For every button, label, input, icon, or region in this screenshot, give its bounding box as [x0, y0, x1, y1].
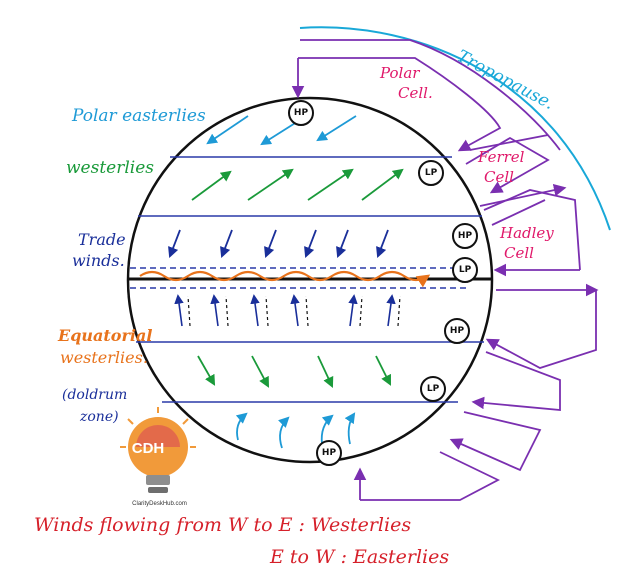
- polar-easterly-arrows-north: [206, 115, 357, 146]
- polar-easterly-arrows-south: [235, 412, 356, 449]
- cdh-logo: [120, 407, 196, 493]
- pressure-badge-lp-south: LP: [420, 376, 446, 402]
- trade-wind-arrows-north: [168, 229, 389, 259]
- label-doldrum-1: (doldrum: [62, 387, 128, 403]
- circulation-cells-north: [291, 39, 581, 277]
- label-trade-winds-1: Trade: [78, 230, 126, 249]
- tropopause-curve: [299, 26, 611, 231]
- pressure-badge-hp-bottom: HP: [316, 440, 342, 466]
- pressure-badge-lp-equator: LP: [452, 257, 478, 283]
- logo-site: ClarityDeskHub.com: [132, 501, 187, 507]
- footer-line-1: Winds flowing from W to E : Westerlies: [34, 514, 412, 536]
- westerly-arrows-north: [191, 168, 404, 201]
- label-doldrum-2: zone): [80, 409, 119, 425]
- westerly-arrows-south: [197, 355, 391, 388]
- label-trade-winds-2: winds.: [72, 251, 125, 270]
- pressure-badge-hp-subtropic: HP: [452, 223, 478, 249]
- equatorial-westerly-arrow: [139, 270, 431, 288]
- label-hadley-cell-2: Cell: [504, 244, 534, 262]
- logo-text: CDH: [131, 440, 165, 457]
- pressure-badge-hp-top: HP: [288, 100, 314, 126]
- label-equatorial-1: Equatorial: [58, 326, 153, 345]
- label-polar-cell-1: Polar: [380, 64, 420, 82]
- rising-air-dashes: [187, 295, 401, 327]
- pressure-badge-hp-south: HP: [444, 318, 470, 344]
- rising-air-arrows: [174, 294, 396, 327]
- label-westerlies: westerlies: [66, 158, 155, 178]
- footer-line-2: E to W : Easterlies: [270, 546, 450, 568]
- label-equatorial-2: westerlies.: [60, 348, 148, 367]
- label-ferrel-cell-1: Ferrel: [478, 148, 525, 166]
- pressure-badge-lp-upper: LP: [418, 160, 444, 186]
- label-hadley-cell-1: Hadley: [500, 224, 554, 242]
- circulation-cells-south: [353, 283, 599, 501]
- label-polar-cell-2: Cell.: [398, 84, 433, 102]
- label-polar-easterlies: Polar easterlies: [72, 106, 206, 126]
- label-ferrel-cell-2: Cell: [484, 168, 514, 186]
